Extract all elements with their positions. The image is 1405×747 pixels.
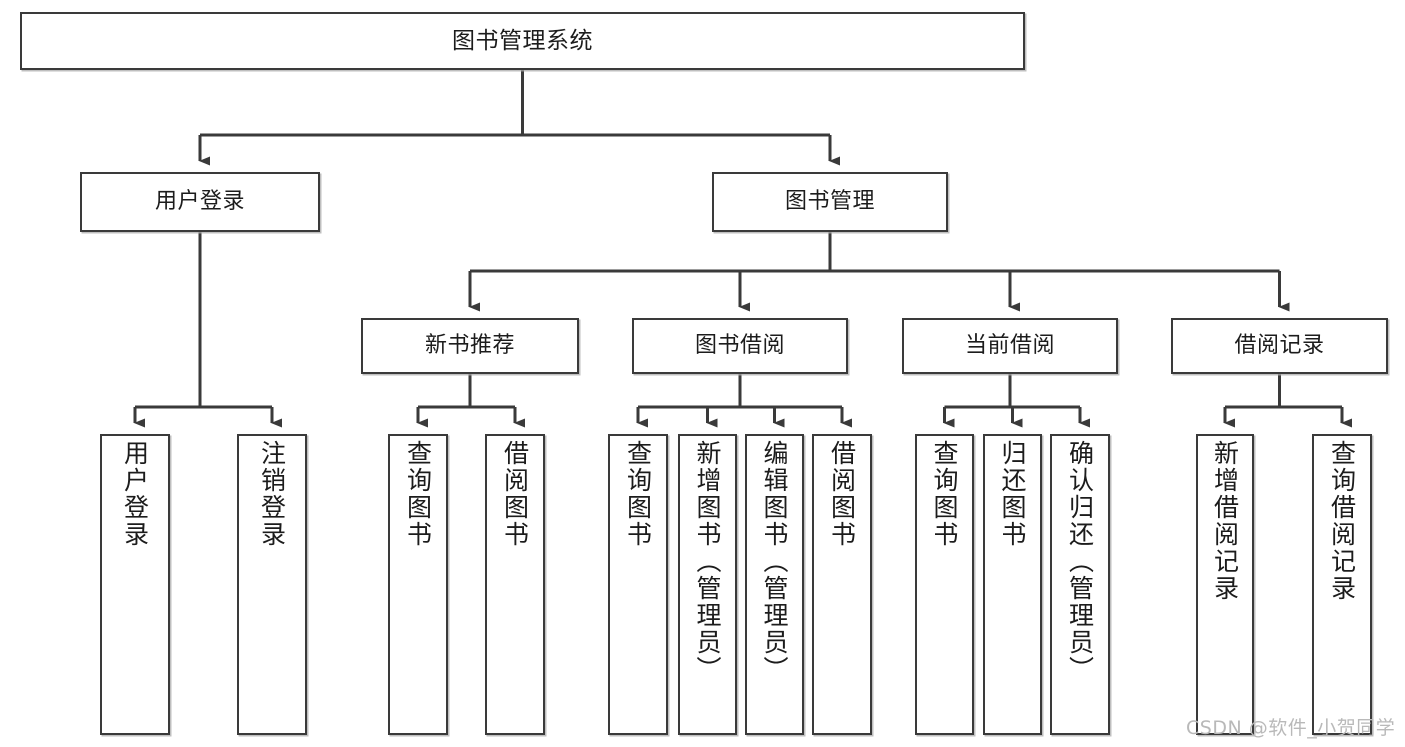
node-label: 查询图书 <box>403 440 433 548</box>
node-label: 编辑图书（管理员） <box>760 440 789 683</box>
leaf-query-book-recommendation[interactable]: 查询图书 <box>388 434 448 735</box>
node-label: 查询图书 <box>623 440 653 548</box>
node-label: 借阅记录 <box>1234 333 1325 359</box>
node-label: 注销登录 <box>257 440 287 548</box>
leaf-edit-book-admin[interactable]: 编辑图书（管理员） <box>745 434 804 735</box>
node-book-management[interactable]: 图书管理 <box>712 172 948 232</box>
leaf-add-book-admin[interactable]: 新增图书（管理员） <box>678 434 737 735</box>
node-label: 确认归还（管理员） <box>1065 440 1095 683</box>
node-label: 借阅图书 <box>827 440 857 548</box>
node-borrowing-record[interactable]: 借阅记录 <box>1171 318 1388 374</box>
node-label: 图书借阅 <box>694 333 785 359</box>
node-label: 新增图书（管理员） <box>693 440 722 683</box>
node-label: 新增借阅记录 <box>1210 440 1240 602</box>
leaf-add-borrowing-record[interactable]: 新增借阅记录 <box>1196 434 1254 735</box>
node-label: 新书推荐 <box>424 333 515 359</box>
node-new-book-recommendation[interactable]: 新书推荐 <box>361 318 579 374</box>
leaf-query-book-current[interactable]: 查询图书 <box>915 434 974 735</box>
node-book-borrowing[interactable]: 图书借阅 <box>632 318 848 374</box>
leaf-query-borrowing-record[interactable]: 查询借阅记录 <box>1312 434 1372 735</box>
node-label: 用户登录 <box>120 440 150 548</box>
node-label: 查询图书 <box>930 440 959 548</box>
node-label: 借阅图书 <box>500 440 530 548</box>
node-current-borrowing[interactable]: 当前借阅 <box>902 318 1118 374</box>
node-label: 查询借阅记录 <box>1327 440 1357 602</box>
leaf-logout[interactable]: 注销登录 <box>237 434 307 735</box>
leaf-user-login[interactable]: 用户登录 <box>100 434 170 735</box>
leaf-query-book-borrowing[interactable]: 查询图书 <box>608 434 668 735</box>
node-root-book-management-system[interactable]: 图书管理系统 <box>20 12 1025 70</box>
node-label: 图书管理 <box>784 189 875 215</box>
csdn-watermark: CSDN @软件_小贺同学 <box>1186 717 1396 739</box>
leaf-confirm-return-admin[interactable]: 确认归还（管理员） <box>1050 434 1110 735</box>
node-label: 用户登录 <box>154 189 245 215</box>
node-label: 图书管理系统 <box>452 27 593 54</box>
node-label: 归还图书 <box>998 440 1027 548</box>
leaf-borrow-book-borrowing[interactable]: 借阅图书 <box>812 434 872 735</box>
leaf-return-book[interactable]: 归还图书 <box>983 434 1042 735</box>
node-label: 当前借阅 <box>964 333 1055 359</box>
leaf-borrow-book-recommendation[interactable]: 借阅图书 <box>485 434 545 735</box>
node-user-login[interactable]: 用户登录 <box>80 172 320 232</box>
